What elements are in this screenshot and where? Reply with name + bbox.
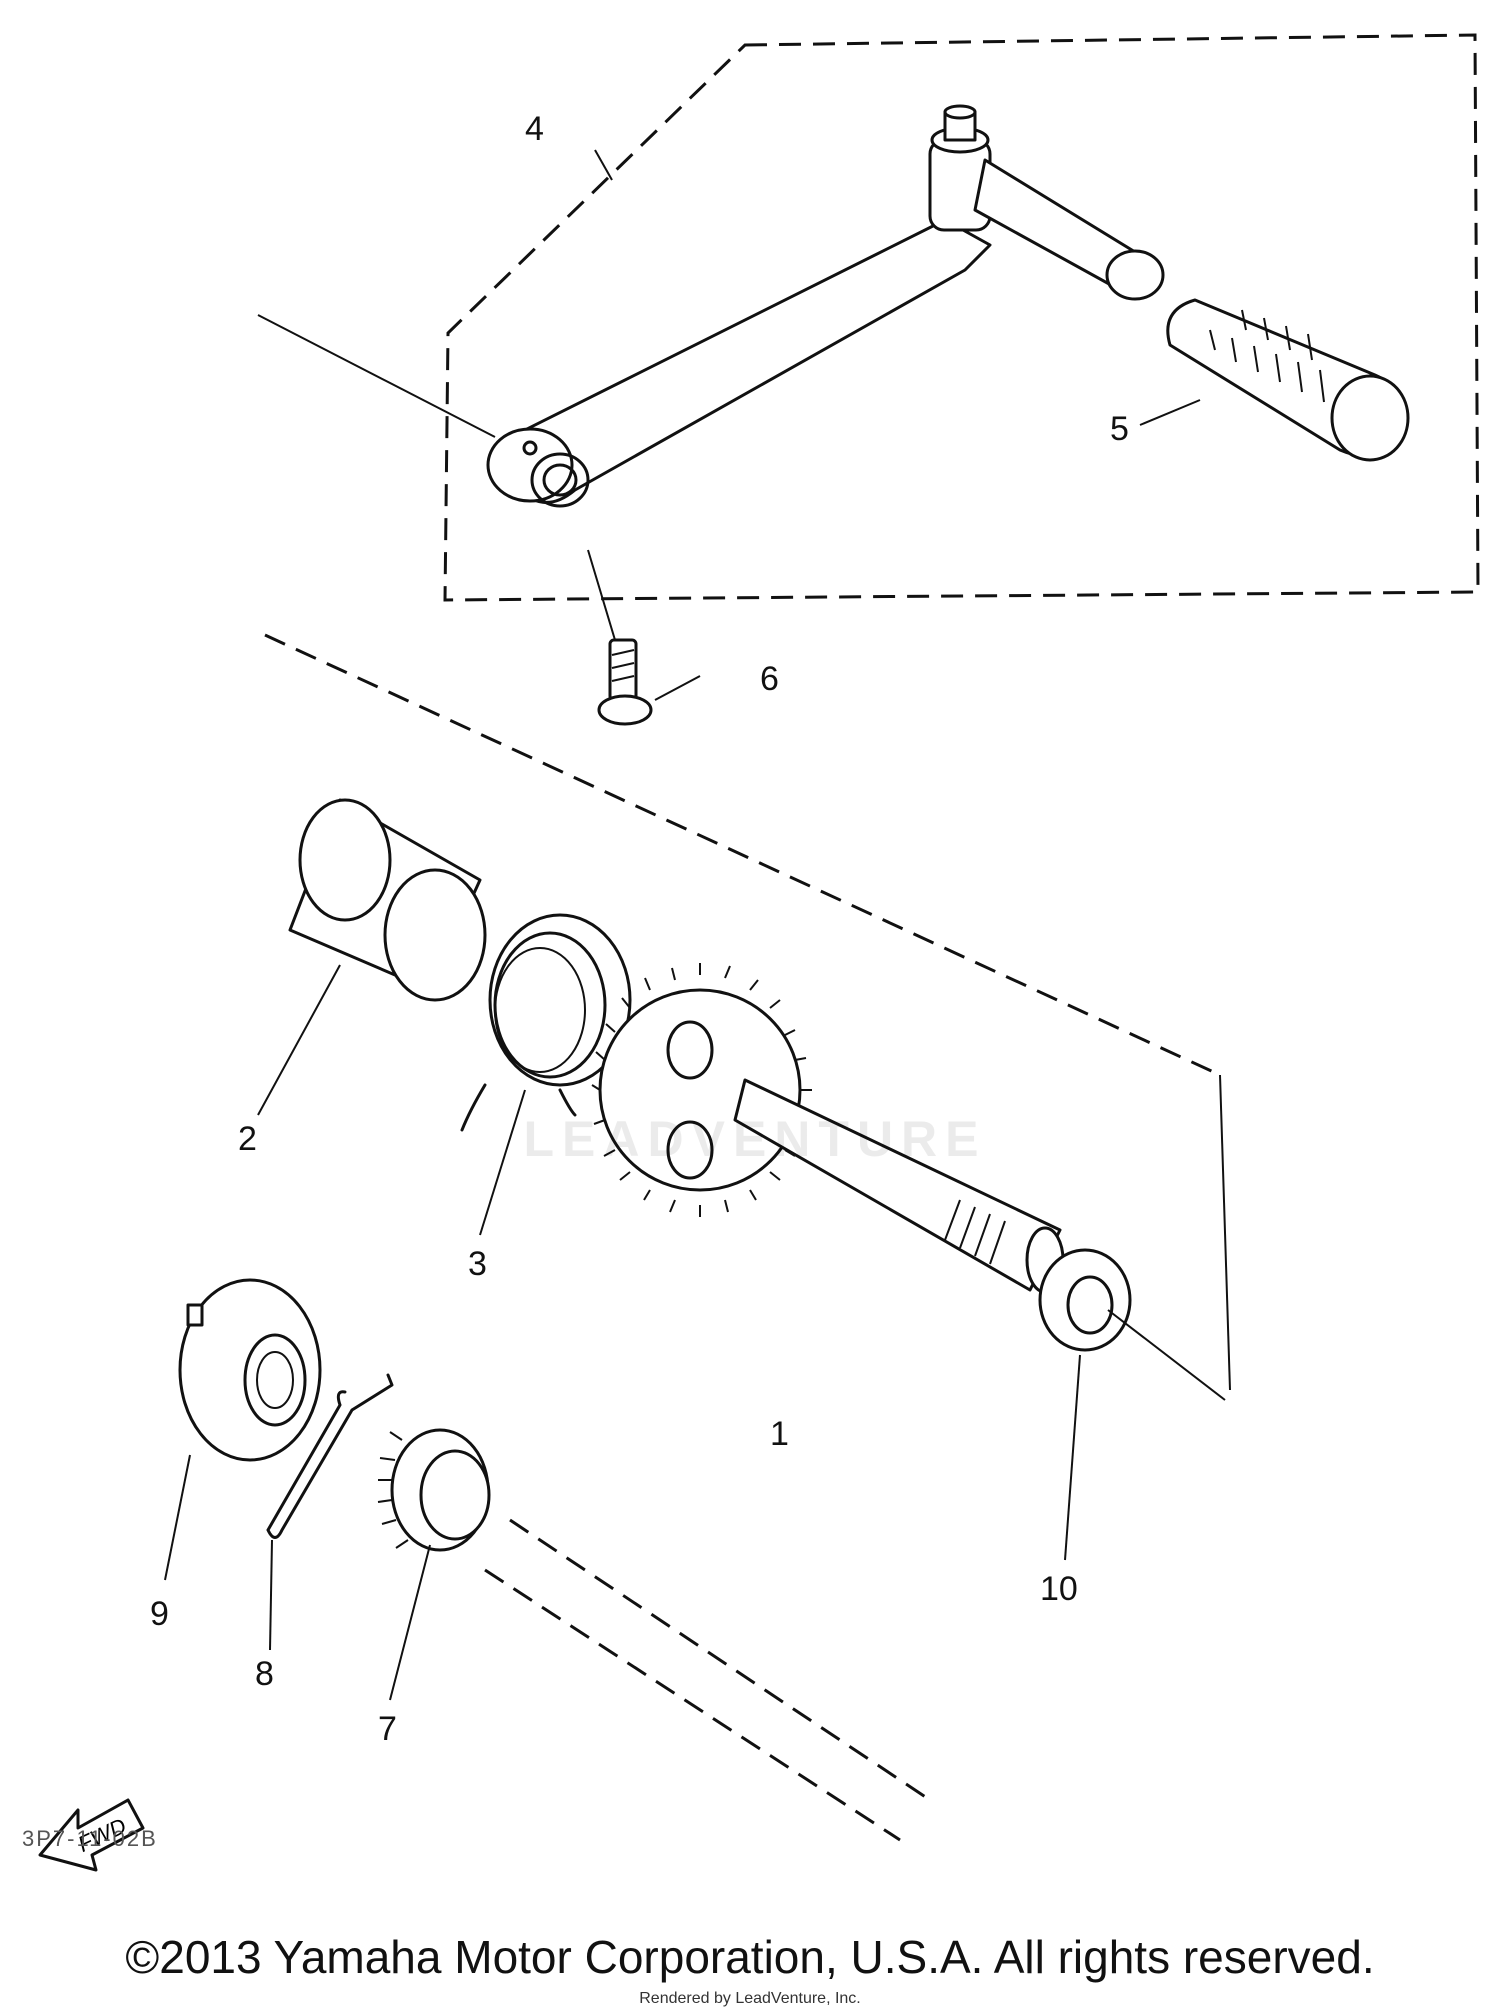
kick-grip [1166,298,1410,462]
kick-axis-centerline [264,633,1221,1077]
leader-line-6 [654,675,701,701]
callout-5: 5 [1110,410,1129,448]
return-spring [460,913,632,1132]
callout-10: 10 [1040,1570,1078,1608]
kick-idle-gear [178,1278,322,1462]
copyright-notice: ©2013 Yamaha Motor Corporation, U.S.A. A… [125,1931,1375,1983]
main-axle-shaft [484,1518,931,1842]
watermark: LEADVENTURE [523,1111,987,1167]
leader-line-3 [479,1089,526,1236]
leader-line-7 [389,1544,431,1701]
kick-axis-end-line [1219,1074,1231,1391]
callout-8: 8 [255,1655,274,1693]
kick-crank-assembly-outline [443,33,1480,602]
callout-4: 4 [525,110,544,148]
leader-line-5 [1139,399,1201,426]
kick-crank-arm [486,104,1165,508]
callout-3: 3 [468,1245,487,1283]
leader-line-2 [257,964,341,1116]
kick-gear-shaft [591,963,1065,1294]
leader-line-1 [257,314,496,438]
leader-line-9 [164,1454,191,1581]
rendered-by-notice: Rendered by LeadVenture, Inc. [639,1990,861,2007]
callout-1: 1 [770,1415,789,1453]
callout-7: 7 [378,1710,397,1748]
collar [288,798,487,1002]
callout-6: 6 [760,660,779,698]
kick-pinion-gear [377,1428,491,1552]
circlip-washer [1038,1248,1226,1401]
leader-line-4 [594,149,613,181]
callout-2: 2 [238,1120,257,1158]
diagram-code: 3P7-11-02B [22,1826,158,1851]
callout-9: 9 [150,1595,169,1633]
leader-line-8 [269,1539,273,1651]
spring-clip [266,1373,394,1539]
leader-line-10 [1064,1354,1081,1561]
bolt [587,549,653,726]
